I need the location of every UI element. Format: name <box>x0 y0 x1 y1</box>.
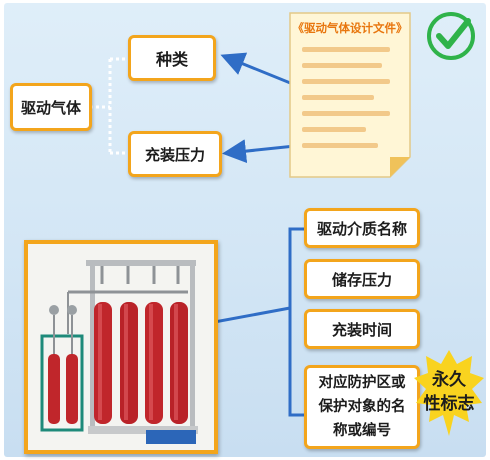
item-zone-name: 对应防护区或保护对象的名称或编号 <box>304 365 420 449</box>
cylinder-equipment-photo <box>24 240 218 454</box>
tree-connector <box>90 57 130 155</box>
cylinder-rack-illustration <box>28 244 214 450</box>
item-medium-name: 驱动介质名称 <box>304 208 420 248</box>
check-circle-icon <box>427 12 475 60</box>
type-box: 种类 <box>128 35 216 81</box>
document-sheet <box>289 12 411 178</box>
driving-gas-box: 驱动气体 <box>10 83 92 131</box>
diagram-canvas: 驱动气体 种类 充装压力 《驱动气体设计文件》 驱动介质名称 储存压力 充装时间… <box>4 3 486 457</box>
design-document: 《驱动气体设计文件》 <box>286 9 414 179</box>
permanent-mark-badge <box>414 350 484 436</box>
document-title: 《驱动气体设计文件》 <box>292 21 408 35</box>
items-bracket <box>288 227 304 417</box>
badge-line-1: 永久 <box>432 370 466 390</box>
fill-pressure-box: 充装压力 <box>128 131 222 177</box>
item-storage-pressure: 储存压力 <box>304 259 420 299</box>
badge-line-2: 性标志 <box>423 394 475 414</box>
item-fill-time: 充装时间 <box>304 309 420 349</box>
